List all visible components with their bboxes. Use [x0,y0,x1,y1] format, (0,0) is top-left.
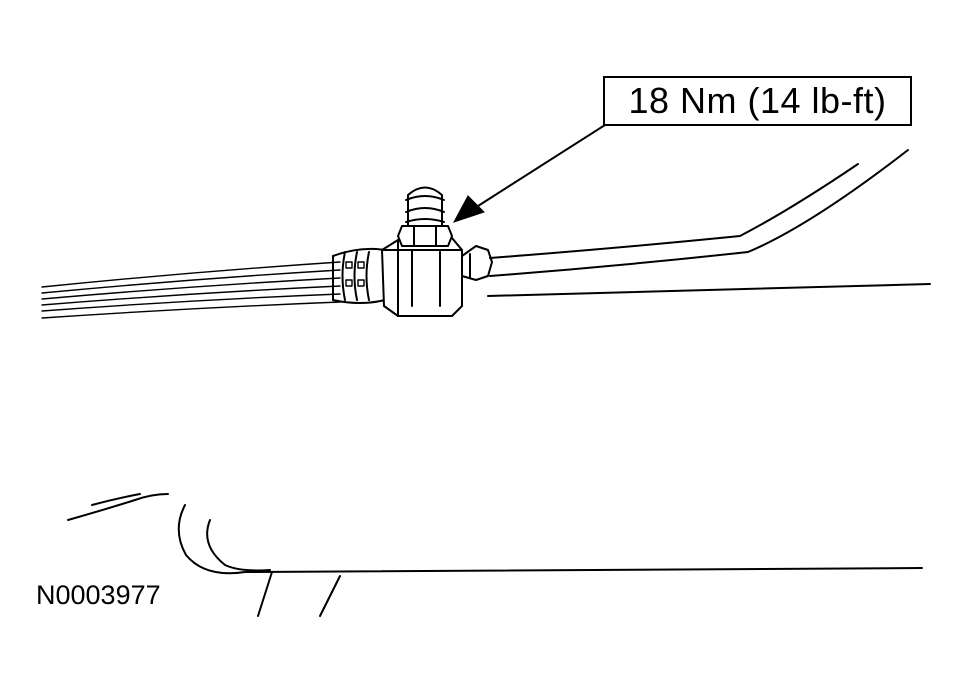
hose-coupling [332,247,386,304]
body-panel [67,493,923,617]
torque-label: 18 Nm (14 lb-ft) [628,80,887,121]
arrow-icon [452,124,606,223]
torque-callout: 18 Nm (14 lb-ft) [603,76,912,126]
brake-tube [487,149,931,297]
hose-bundle [41,261,341,319]
figure-id: N0003977 [36,580,161,610]
fitting-icon [381,186,493,317]
